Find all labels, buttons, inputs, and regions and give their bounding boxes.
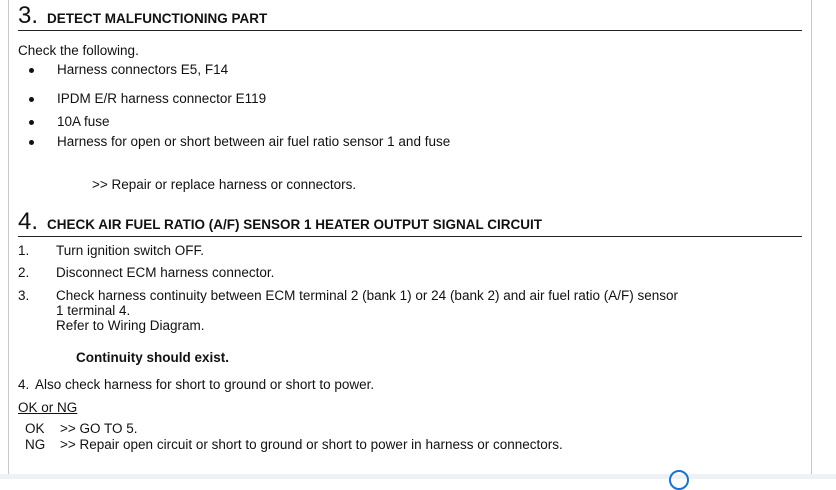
- manual-page: 3. DETECT MALFUNCTIONING PART Check the …: [8, 0, 812, 475]
- step-4-item-3-number: 3.: [18, 288, 30, 303]
- continuity-note: Continuity should exist.: [76, 350, 230, 365]
- result-ng-label: NG: [25, 437, 46, 452]
- result-ok-label: OK: [25, 421, 45, 436]
- step-4-item-3-line-2: 1 terminal 4.: [56, 303, 131, 318]
- result-ng-action: >> Repair open circuit or short to groun…: [60, 437, 563, 452]
- step-4-item-4-number: 4.: [18, 377, 30, 392]
- step-3-intro: Check the following.: [18, 43, 139, 58]
- step-4-item-3-line-1: Check harness continuity between ECM ter…: [56, 288, 679, 303]
- step-3-number: 3.: [18, 2, 39, 29]
- step-3-item-3: 10A fuse: [57, 114, 110, 129]
- step-4-item-1-text: Turn ignition switch OFF.: [56, 243, 205, 258]
- step-4-item-3-line-3: Refer to Wiring Diagram.: [56, 318, 205, 333]
- step-4-item-4-text: Also check harness for short to ground o…: [35, 377, 375, 392]
- bullet-icon: [29, 120, 34, 125]
- page-bottom-strip: [0, 474, 836, 479]
- step-3-header: 3. DETECT MALFUNCTIONING PART: [18, 4, 802, 31]
- step-3-item-1: Harness connectors E5, F14: [57, 62, 229, 77]
- step-3-item-2: IPDM E/R harness connector E119: [57, 91, 267, 106]
- result-ok-action: >> GO TO 5.: [60, 421, 138, 436]
- bullet-icon: [29, 68, 34, 73]
- bullet-icon: [29, 97, 34, 102]
- step-4-item-1-number: 1.: [18, 243, 30, 258]
- step-3-action: >> Repair or replace harness or connecto…: [92, 177, 357, 192]
- step-4-header: 4. CHECK AIR FUEL RATIO (A/F) SENSOR 1 H…: [18, 196, 802, 237]
- step-4-item-2-text: Disconnect ECM harness connector.: [56, 265, 275, 280]
- step-3-item-4: Harness for open or short between air fu…: [57, 134, 451, 149]
- step-3-title: DETECT MALFUNCTIONING PART: [47, 11, 268, 26]
- step-4-item-2-number: 2.: [18, 265, 30, 280]
- bullet-icon: [29, 140, 34, 145]
- ok-ng-heading: OK or NG: [18, 400, 78, 415]
- step-4-number: 4.: [18, 208, 39, 235]
- step-4-title: CHECK AIR FUEL RATIO (A/F) SENSOR 1 HEAT…: [47, 217, 543, 232]
- circle-icon[interactable]: [669, 470, 689, 490]
